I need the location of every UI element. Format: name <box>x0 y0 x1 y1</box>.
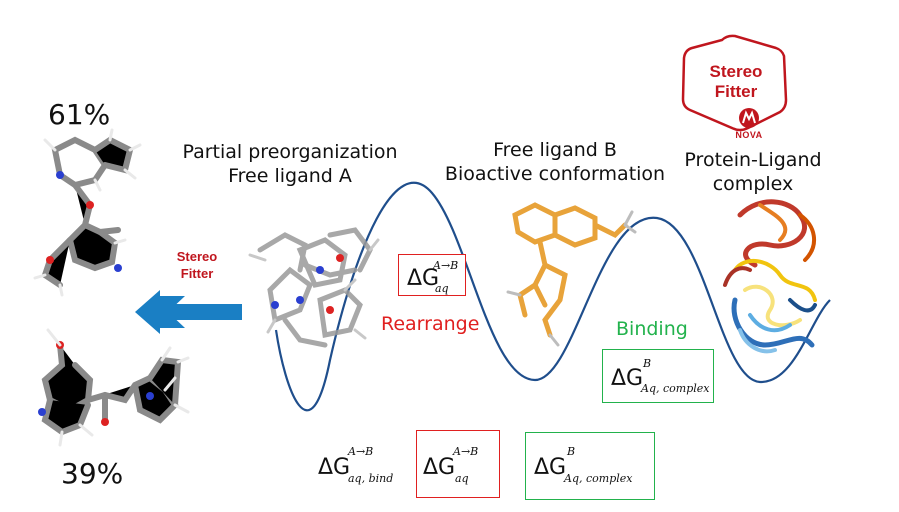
bioactive-ligand <box>506 202 637 347</box>
eq-lhs-sup: A→B <box>348 445 374 458</box>
label-a-line2: Free ligand A <box>228 165 352 187</box>
rearrange-label: Rearrange <box>381 313 480 335</box>
eq-term2-sup: B <box>567 445 576 458</box>
dg-binding-box: ΔG B Aq, complex <box>602 349 714 403</box>
big-logo-line2: Fitter <box>714 82 758 101</box>
eq-term2-symbol: ΔG <box>534 455 567 480</box>
dg-binding-sup: B <box>643 357 652 370</box>
dg-rearrange-sub: aq <box>435 282 449 295</box>
label-complex-line1: Protein-Ligand <box>684 149 822 171</box>
small-logo-line1: Stereo <box>176 249 218 264</box>
dg-rearrange-box: ΔG A→B aq <box>398 254 466 296</box>
dg-binding-symbol: ΔG <box>611 366 644 391</box>
eq-lhs-symbol: ΔG <box>318 455 351 480</box>
eq-term1: ΔG A→B aq <box>423 445 478 485</box>
protein-ribbon <box>723 199 817 354</box>
dg-rearrange: ΔG A→B aq <box>407 259 458 295</box>
eq-term2-sub: Aq, complex <box>564 472 633 485</box>
percent-top: 61% <box>48 98 111 131</box>
eq-term1-symbol: ΔG <box>423 455 456 480</box>
eq-term2-box: ΔG B Aq, complex <box>525 432 655 500</box>
label-b-line1: Free ligand B <box>493 139 617 161</box>
ligand-structure-61 <box>33 128 142 297</box>
percent-bottom: 39% <box>61 457 124 490</box>
eq-term1-sub: aq <box>455 472 469 485</box>
eq-lhs-sub: aq, bind <box>348 472 394 485</box>
label-free-ligand-b: Free ligand B Bioactive conformation <box>420 138 690 186</box>
label-a-line1: Partial preorganization <box>182 141 398 163</box>
label-complex-line2: complex <box>712 173 794 195</box>
eq-lhs: ΔG A→B aq, bind <box>318 445 393 485</box>
eq-term2: ΔG B Aq, complex <box>534 445 632 485</box>
dg-rearrange-symbol: ΔG <box>407 266 440 291</box>
binding-label: Binding <box>616 318 688 340</box>
energy-curve <box>274 181 831 412</box>
eq-term1-sup: A→B <box>453 445 479 458</box>
label-free-ligand-a: Partial preorganization Free ligand A <box>160 140 420 188</box>
big-logo-text: Stereo Fitter <box>690 62 782 102</box>
ligand-structure-39 <box>38 328 190 447</box>
dg-binding-sub: Aq, complex <box>641 382 710 395</box>
stereofitter-logo <box>681 34 788 132</box>
dg-binding: ΔG B Aq, complex <box>611 357 709 395</box>
ligand-ensemble <box>248 227 380 348</box>
small-logo-line2: Fitter <box>180 266 214 281</box>
big-logo-brand: NOVA <box>735 130 763 140</box>
label-b-line2: Bioactive conformation <box>444 163 666 185</box>
merge-arrow-icon <box>135 290 242 334</box>
big-logo-line1: Stereo <box>709 62 763 81</box>
small-logo: Stereo Fitter <box>162 248 232 282</box>
label-complex: Protein-Ligand complex <box>668 148 838 196</box>
dg-rearrange-sup: A→B <box>433 259 459 272</box>
eq-term1-box: ΔG A→B aq <box>416 430 500 498</box>
